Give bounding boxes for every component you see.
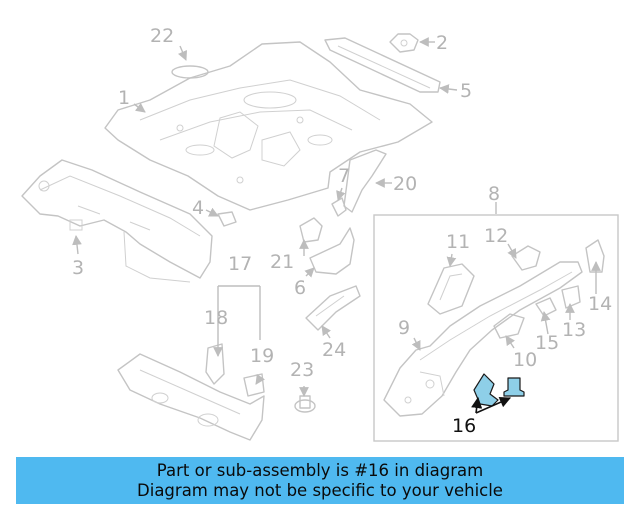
bracket-part-21 — [299, 217, 323, 243]
callout-5: 5 — [460, 80, 472, 102]
callout-15: 15 — [535, 332, 559, 354]
side-frame-part-9 — [383, 261, 583, 417]
callout-24: 24 — [322, 339, 346, 361]
callout-7: 7 — [338, 165, 350, 187]
callout-9: 9 — [398, 317, 410, 339]
callout-3: 3 — [72, 257, 84, 279]
bracket-part-2 — [389, 33, 419, 53]
crossmember-part-5 — [324, 37, 441, 93]
bracket-part-15 — [535, 297, 557, 317]
callout-13: 13 — [562, 319, 586, 341]
callout-20: 20 — [393, 173, 417, 195]
bracket-part-7 — [331, 197, 347, 217]
callout-1: 1 — [118, 87, 130, 109]
bracket-part-10 — [493, 313, 525, 339]
callout-4: 4 — [192, 197, 204, 219]
callout-6: 6 — [294, 277, 306, 299]
bracket-part-6 — [309, 227, 355, 275]
banner-line-2: Diagram may not be specific to your vehi… — [137, 480, 503, 500]
banner-line-1: Part or sub-assembly is #16 in diagram — [156, 460, 484, 480]
bolt-part-16 — [503, 377, 525, 397]
brace-part-20 — [343, 149, 387, 213]
bracket-part-12 — [511, 245, 541, 271]
callout-12: 12 — [484, 225, 508, 247]
bracket-part-11 — [427, 263, 475, 315]
callout-18: 18 — [204, 307, 228, 329]
callout-22: 22 — [150, 25, 174, 47]
bracket-part-13 — [561, 285, 581, 309]
info-banner: Part or sub-assembly is #16 in diagram D… — [16, 457, 624, 504]
crossmember-part-3 — [21, 159, 213, 283]
reinforcement-part-24 — [305, 285, 361, 331]
callout-11: 11 — [446, 231, 470, 253]
callout-17: 17 — [228, 253, 252, 275]
leader-lines-part-16 — [471, 396, 512, 414]
bracket-part-4 — [217, 211, 237, 227]
callout-23: 23 — [290, 359, 314, 381]
bracket-part-14 — [585, 239, 605, 273]
callout-10: 10 — [513, 349, 537, 371]
rear-panel-part-17 — [117, 343, 265, 441]
parts-diagram: 1 2 22 5 3 4 7 20 21 6 24 8 9 11 12 14 1… — [21, 25, 619, 442]
callout-16: 16 — [452, 415, 476, 437]
highlighted-part-16 — [473, 373, 525, 407]
callout-2: 2 — [436, 32, 448, 54]
subassembly-box-part-8 — [373, 214, 619, 442]
floor-pan-part-1 — [104, 41, 433, 211]
callout-19: 19 — [250, 345, 274, 367]
leader-lines — [72, 37, 601, 397]
callout-14: 14 — [588, 293, 612, 315]
callout-labels: 1 2 22 5 3 4 7 20 21 6 24 8 9 11 12 14 1… — [72, 25, 612, 437]
callout-21: 21 — [270, 251, 294, 273]
callout-8: 8 — [488, 183, 500, 205]
plug-part-22 — [171, 65, 209, 79]
clip-part-23 — [294, 395, 316, 413]
